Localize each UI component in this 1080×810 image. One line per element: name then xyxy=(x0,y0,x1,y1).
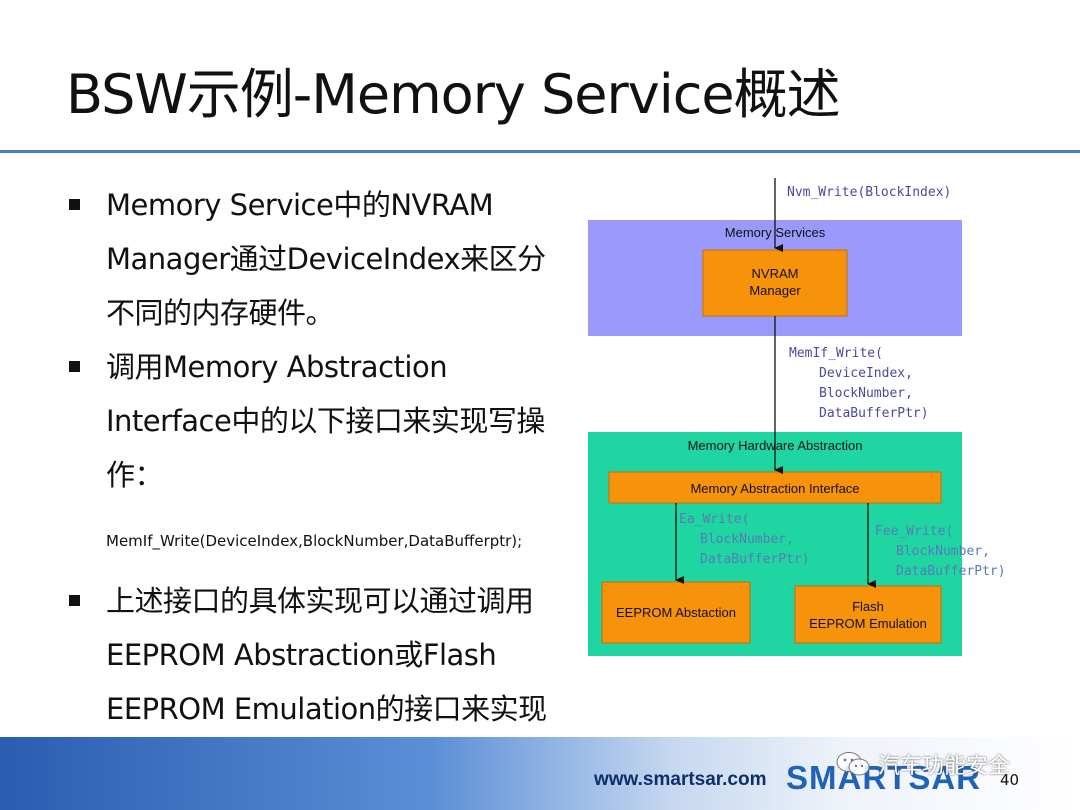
flash-eeprom-emulation-label-line1: Flash xyxy=(852,599,884,614)
memif-write-call-line: DeviceIndex, xyxy=(819,366,913,381)
footer-bar: www.smartsar.com SMARTSAR 40 xyxy=(0,737,1080,810)
nvram-manager-label-line1: NVRAM xyxy=(752,266,799,281)
bullet-text: 上述接口的具体实现可以通过调用EEPROM Abstraction或Flash … xyxy=(106,584,547,726)
title-divider xyxy=(0,150,1080,153)
bullet-square-icon xyxy=(69,199,80,210)
bullet-text: Memory Service中的NVRAM Manager通过DeviceInd… xyxy=(106,188,546,330)
bullet-square-icon xyxy=(69,595,80,606)
bullet-text: 调用Memory Abstraction Interface中的以下接口来实现写… xyxy=(106,350,545,492)
fee-write-call-line: DataBufferPtr) xyxy=(896,564,1006,579)
bullet-item: 调用Memory Abstraction Interface中的以下接口来实现写… xyxy=(66,340,566,502)
ea-write-call-line: BlockNumber, xyxy=(700,532,794,547)
ea-write-call-line: Ea_Write( xyxy=(679,512,749,527)
memif-write-call-line: BlockNumber, xyxy=(819,386,913,401)
memif-write-call-line: MemIf_Write( xyxy=(789,346,883,361)
bullet-item: 上述接口的具体实现可以通过调用EEPROM Abstraction或Flash … xyxy=(66,574,566,736)
flash-eeprom-emulation-box xyxy=(794,585,942,644)
eeprom-abstraction-label: EEPROM Abstaction xyxy=(616,605,736,620)
wechat-watermark: 汽车功能安全 xyxy=(836,748,1010,780)
fee-write-call-line: Fee_Write( xyxy=(875,524,953,539)
wechat-icon xyxy=(836,752,870,776)
page-number: 40 xyxy=(1000,771,1020,789)
eeprom-abstraction-box xyxy=(601,581,751,644)
smartsar-logo: SMARTSAR xyxy=(786,759,981,796)
bullet-item: Memory Service中的NVRAM Manager通过DeviceInd… xyxy=(66,178,566,340)
flash-eeprom-emulation-label-line2: EEPROM Emulation xyxy=(809,616,927,631)
slide-title: BSW示例-Memory Service概述 xyxy=(66,63,841,126)
bullet-list: Memory Service中的NVRAM Manager通过DeviceInd… xyxy=(66,178,566,736)
wechat-account-name: 汽车功能安全 xyxy=(878,754,1011,779)
memif-write-call-line: DataBufferPtr) xyxy=(819,406,929,421)
fee-write-call-line: BlockNumber, xyxy=(896,544,990,559)
nvram-manager-label-line2: Manager xyxy=(749,283,801,298)
nvram-manager-box xyxy=(702,249,848,317)
memif-write-signature: MemIf_Write(DeviceIndex,BlockNumber,Data… xyxy=(106,532,523,550)
ea-write-call-line: DataBufferPtr) xyxy=(700,552,810,567)
memory-abstraction-interface-label: Memory Abstraction Interface xyxy=(690,481,859,496)
nvm-write-call-label: Nvm_Write(BlockIndex) xyxy=(787,185,951,200)
bullet-square-icon xyxy=(69,361,80,372)
footer-url[interactable]: www.smartsar.com xyxy=(594,769,767,790)
